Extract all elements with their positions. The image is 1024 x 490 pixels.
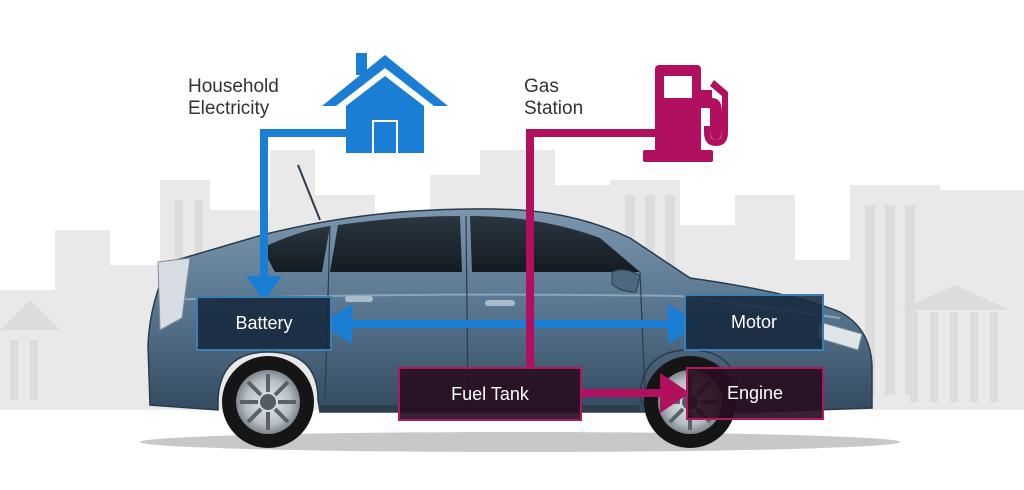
motor-label: Motor bbox=[730, 312, 777, 332]
electric-flow bbox=[260, 129, 348, 278]
battery-motor-arrow-left-head bbox=[320, 304, 352, 344]
fuel-tank-label: Fuel Tank bbox=[451, 383, 529, 404]
tail-light bbox=[157, 257, 191, 331]
battery-box: Battery bbox=[196, 296, 332, 351]
side-mirror bbox=[611, 269, 641, 293]
rear-door-handle bbox=[345, 296, 373, 302]
tank-engine-arrow-shaft bbox=[580, 389, 665, 397]
motor-box: Motor bbox=[684, 294, 824, 351]
door-seam-front bbox=[639, 271, 646, 396]
fuel-pump-icon bbox=[643, 65, 728, 162]
engine-label: Engine bbox=[726, 383, 784, 403]
house-icon bbox=[322, 53, 448, 153]
household-label-line2: Electricity bbox=[188, 98, 270, 119]
household-label-line1: Household bbox=[188, 76, 279, 97]
rear-door-window bbox=[330, 216, 462, 272]
gas-label-line2: Station bbox=[524, 98, 584, 119]
fuel-tank-box: Fuel Tank bbox=[398, 367, 582, 421]
front-door-window bbox=[470, 216, 640, 272]
front-door-handle bbox=[485, 300, 515, 306]
gas-station-label: Gas Station bbox=[524, 76, 583, 120]
battery-label: Battery bbox=[235, 313, 293, 333]
battery-motor-arrow-shaft bbox=[348, 320, 678, 328]
rear-wheel bbox=[222, 356, 314, 448]
rear-window bbox=[262, 226, 330, 272]
gas-label-line1: Gas bbox=[524, 76, 559, 97]
household-electricity-label: Household Electricity bbox=[188, 76, 279, 120]
engine-box: Engine bbox=[686, 367, 824, 420]
fuel-flow bbox=[526, 129, 655, 370]
antenna bbox=[297, 164, 321, 221]
battery-arrow-head bbox=[246, 276, 282, 302]
tank-engine-arrow-head bbox=[660, 373, 690, 413]
